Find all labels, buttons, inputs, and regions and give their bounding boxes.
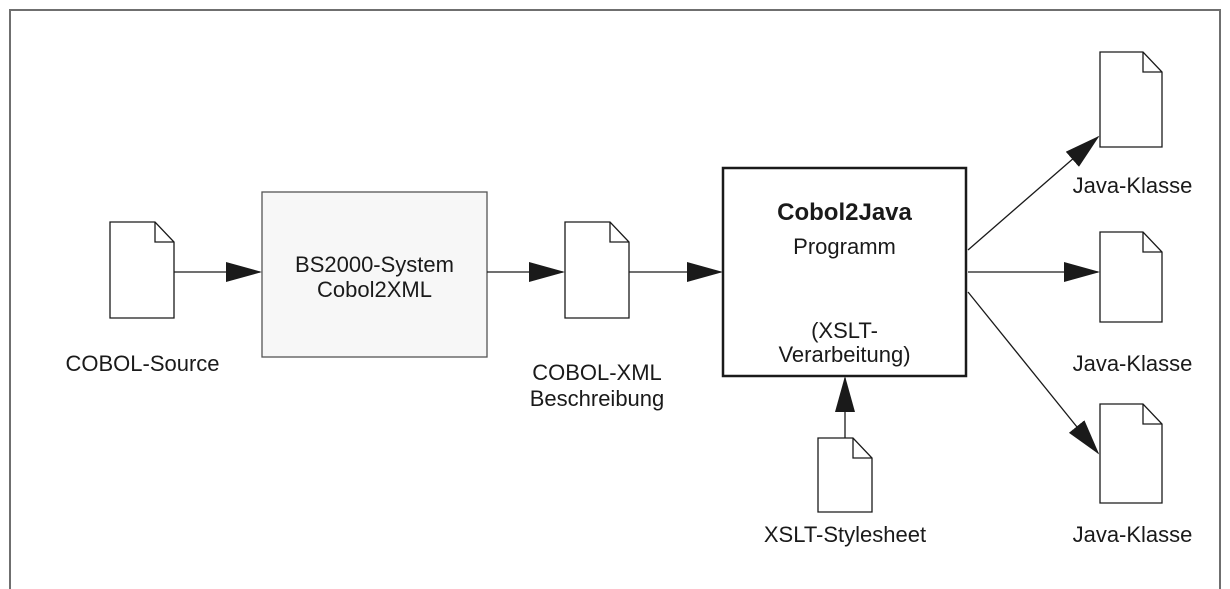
java-class-label: Java-Klasse	[1072, 522, 1193, 547]
java-class-document-icon	[1099, 231, 1163, 323]
cobol-source-document-icon	[109, 221, 175, 319]
arrow-to-java-class-1	[967, 135, 1100, 251]
java-class-document-icon	[1099, 51, 1163, 148]
cobol2java-subtitle: Programm	[793, 234, 896, 259]
cobol-xml-document-icon	[564, 221, 630, 319]
cobol2java-program-box	[721, 166, 968, 378]
cobol2java-note-line2: Verarbeitung)	[778, 342, 911, 367]
cobol-source-label: COBOL-Source	[65, 351, 220, 376]
bs2000-subtitle: Cobol2XML	[317, 277, 432, 302]
bs2000-box-text: BS2000-System Cobol2XML	[262, 252, 487, 302]
java-class-document-icon	[1099, 403, 1163, 504]
cobol2java-title: Cobol2Java	[777, 199, 912, 226]
bs2000-system-box	[261, 191, 488, 358]
cobol-xml-label-line1: COBOL-XML	[532, 360, 662, 385]
xslt-stylesheet-document-icon	[817, 437, 873, 513]
cobol-xml-label-line2: Beschreibung	[529, 386, 665, 411]
java-class-label: Java-Klasse	[1072, 351, 1193, 376]
bs2000-title: BS2000-System	[295, 252, 454, 277]
cobol2java-note-line1: (XSLT-	[811, 318, 878, 343]
xslt-stylesheet-label: XSLT-Stylesheet	[763, 522, 927, 547]
arrow-to-java-class-3	[967, 291, 1100, 455]
java-class-label: Java-Klasse	[1072, 173, 1193, 198]
diagram-frame	[9, 9, 1221, 589]
